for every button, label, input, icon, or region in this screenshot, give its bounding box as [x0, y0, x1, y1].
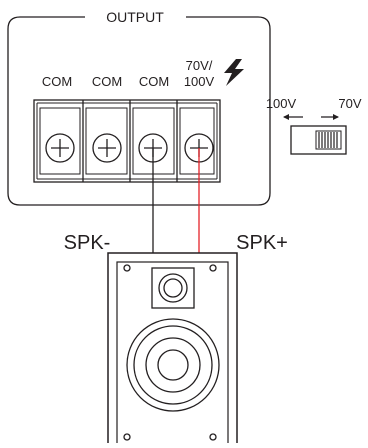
- terminal-label-70v: 70V/: [186, 58, 213, 73]
- terminal-label-com-3: COM: [139, 74, 169, 89]
- arrow-right-icon: [321, 114, 339, 120]
- terminal-label-com-1: COM: [42, 74, 72, 89]
- voltage-selector-switch: 100V 70V: [266, 96, 362, 155]
- arrow-left-icon: [283, 114, 303, 120]
- loudspeaker-icon: [107, 252, 238, 448]
- lightning-bolt-icon: [224, 59, 244, 86]
- switch-label-70v: 70V: [338, 96, 361, 111]
- terminal-screw-com-1: [39, 107, 81, 175]
- wire-label-spk-negative: SPK-: [64, 232, 111, 254]
- switch-knob: [315, 130, 342, 150]
- terminal-screw-com-2: [85, 107, 128, 175]
- terminal-label-100v: 100V: [184, 74, 215, 89]
- wire-label-spk-positive: SPK+: [236, 232, 288, 254]
- terminal-label-com-2: COM: [92, 74, 122, 89]
- output-panel-title: OUTPUT: [106, 9, 164, 25]
- switch-label-100v: 100V: [266, 96, 297, 111]
- output-panel-outline: [7, 16, 271, 206]
